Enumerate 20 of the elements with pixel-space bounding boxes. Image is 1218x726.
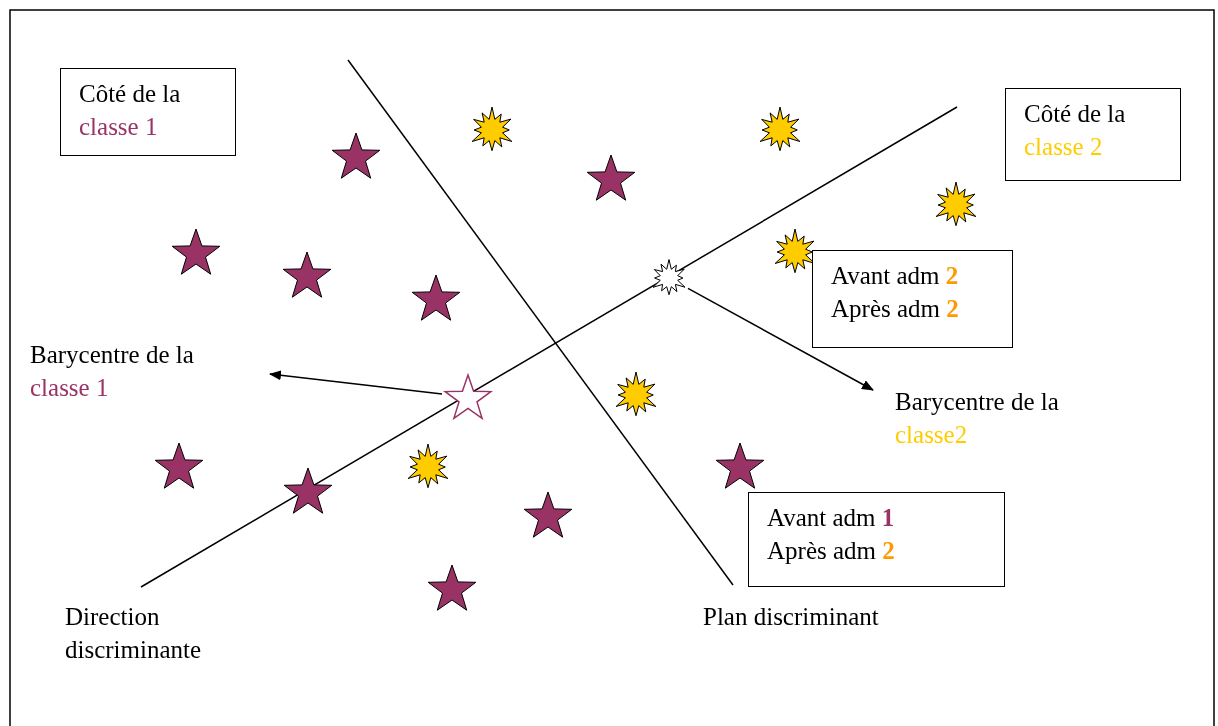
- box-text: classe 1: [79, 112, 158, 142]
- annotation-text: classe2: [895, 420, 968, 450]
- text-box: [748, 492, 1005, 587]
- line-label: Plan discriminant: [703, 602, 880, 632]
- arrow: [687, 287, 874, 391]
- annotation-text: Barycentre de la: [895, 387, 1059, 417]
- box-text: Après adm 2: [831, 294, 959, 324]
- text-box: [812, 250, 1013, 348]
- line-label: Direction discriminante: [65, 602, 203, 665]
- box-text: Côté de la: [1024, 99, 1126, 129]
- box-text: Côté de la: [79, 79, 181, 109]
- box-text: Avant adm 2: [831, 261, 959, 291]
- box-text: Avant adm 1: [767, 503, 895, 533]
- annotation-text: classe 1: [30, 373, 109, 403]
- annotation-text: Barycentre de la: [30, 340, 194, 370]
- box-text: classe 2: [1024, 132, 1103, 162]
- text-box: [1005, 88, 1181, 181]
- arrow: [269, 370, 443, 395]
- box-text: Après adm 2: [767, 536, 895, 566]
- text-box: [60, 68, 236, 156]
